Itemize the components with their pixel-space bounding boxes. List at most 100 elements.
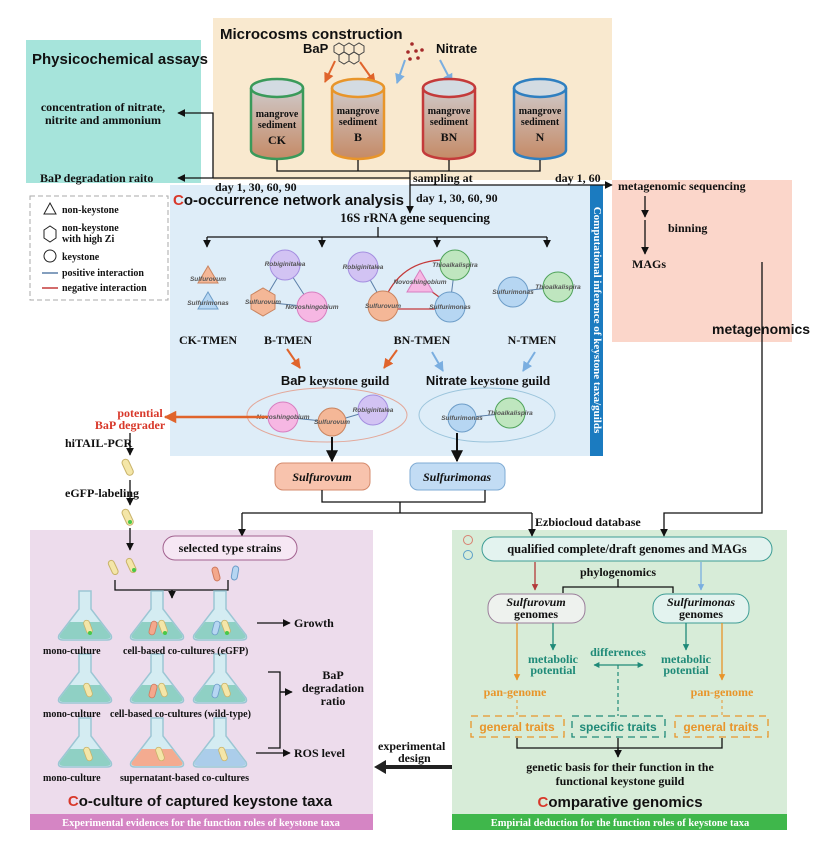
hexagon-icon (43, 225, 57, 243)
binning-label: binning (668, 221, 707, 235)
node-label: Sulfurimonas (187, 300, 229, 307)
egfp-dot-icon (128, 520, 132, 524)
legend-label: non-keystone (62, 223, 119, 234)
tmen-b: B-TMEN (264, 333, 312, 347)
coculture-title: Co-culture of captured keystone taxa (68, 793, 333, 810)
sulfurimonas-node (434, 291, 466, 323)
side-label: Computational inference of keystone taxa… (591, 207, 603, 434)
node-label: Sulfurovum (190, 276, 226, 283)
selected-strains-pill (162, 535, 298, 561)
phylogenomics-label: phylogenomics (580, 565, 656, 579)
reactor-text: mangrove (428, 106, 471, 117)
node-label: Novoshingobium (256, 414, 309, 421)
tmen-bn: BN-TMEN (394, 333, 451, 347)
node-label: Sulfurimonas (441, 415, 483, 422)
sulfurovum-label: Sulfurovum (292, 470, 351, 484)
legend-label: with high Zi (62, 234, 114, 245)
bap-ratio-label: ratio (321, 694, 346, 708)
thioalkalispira-node (439, 249, 471, 281)
mags-to-genomes-line (660, 262, 763, 537)
n-to-nitrate-arrow (522, 351, 536, 372)
growth-label: Growth (294, 616, 334, 630)
row2-mono: mono-culture (43, 709, 101, 720)
row2-co: cell-based co-cultures (wild-type) (110, 709, 251, 720)
tmen-ck: CK-TMEN (179, 333, 237, 347)
nitrate-arrow-bn (395, 59, 406, 84)
metagenomic-sequencing: metagenomic sequencing (618, 179, 746, 193)
bap-label: BaP (303, 41, 329, 56)
general-traits-label: general traits (683, 720, 759, 734)
title-rest: o-culture of captured keystone taxa (79, 793, 333, 810)
metabolic-label: potential (663, 663, 709, 677)
assay-item: nitrite and ammonium (45, 113, 161, 127)
genus-label: Sulfurovum (506, 595, 565, 609)
bacterium-icon (107, 559, 119, 576)
genomics-title: Comparative genomics (537, 794, 702, 811)
reactor-n: mangrove sediment N (512, 77, 568, 161)
sulfurimonas-node (497, 276, 529, 308)
sulfurimonas-node (197, 291, 219, 310)
qualified-label: qualified complete/draft genomes and MAG… (507, 542, 747, 556)
metabolic-label: metabolic (661, 652, 712, 666)
bn-to-nitrate-arrow (431, 351, 444, 372)
bacterium-icon (121, 508, 134, 526)
node-label: Robiginitalea (353, 407, 394, 414)
novoshingobium-node (406, 269, 434, 293)
node-label: Thioalkalispira (487, 410, 533, 417)
database-label: Ezbiocloud database (535, 515, 641, 529)
row3-mono: mono-culture (43, 773, 101, 784)
sequencing-tree (207, 227, 547, 238)
coculture-bar-label: Experimental evidences for the function … (62, 818, 341, 829)
nitrate-guild-title: Nitrate keystone guild (426, 373, 551, 388)
sulfurimonas-marker-icon (463, 550, 473, 560)
metabolic-label: metabolic (528, 652, 579, 666)
reactor-code: N (536, 130, 545, 144)
genomics-bar (452, 814, 787, 830)
days-right: day 1, 60 (555, 171, 601, 185)
node-label: Robiginitalea (343, 264, 384, 271)
sulfurimonas-genomes-pill (652, 593, 750, 624)
bap-guild-title: BaP keystone guild (281, 373, 390, 388)
qualified-genomes-pill (481, 536, 773, 562)
sulfurovum-genomes-pill (487, 593, 586, 624)
node-label: Sulfurimonas (492, 289, 534, 296)
reactor-text: sediment (339, 117, 378, 128)
microcosms-title: Microcosms construction (220, 26, 403, 43)
days-center: day 1, 30, 60, 90 (416, 191, 498, 205)
network-title: Co-occurrence network analysis (173, 192, 404, 209)
sequencing-label: 16S rRNA gene sequencing (340, 210, 490, 225)
legend-label: keystone (62, 252, 100, 263)
arrowhead-icon (374, 760, 386, 774)
reactor-text: mangrove (337, 106, 380, 117)
basis-label: functional keystone guild (556, 774, 685, 788)
row1-co: cell-based co-cultures (eGFP) (123, 646, 248, 657)
sulfurimonas-label: Sulfurimonas (423, 470, 491, 484)
general-traits-box (470, 715, 565, 738)
sulfurimonas-box (409, 462, 506, 491)
genomics-panel (452, 530, 787, 830)
legend-box (29, 195, 169, 301)
sampling-label: sampling at (413, 171, 473, 185)
node-label: Novoshingobium (393, 279, 446, 286)
reactor-code: BN (441, 130, 458, 144)
bap-ratio-label: degradation (302, 681, 364, 695)
node-label: Thioalkalispira (535, 284, 581, 291)
bap-molecule-icon (333, 42, 365, 65)
robiginitalea-node (269, 249, 301, 281)
legend-label: positive interaction (62, 268, 144, 279)
sulfurovum-marker-icon (463, 535, 473, 545)
coculture-bar (30, 814, 373, 830)
b-to-bap-arrow (286, 348, 301, 369)
title-initial: C (537, 794, 548, 811)
general-traits-label: general traits (479, 720, 555, 734)
node-label: Sulfurovum (314, 419, 350, 426)
reactor-text: sediment (258, 120, 297, 131)
days-left: day 1, 30, 60, 90 (215, 180, 297, 194)
title-initial: C (173, 192, 184, 209)
experimental-label: experimental (378, 739, 446, 753)
node-label: Thioalkalispira (432, 262, 478, 269)
bap-arrow-b (324, 60, 336, 83)
guild-suffix: keystone guild (470, 373, 551, 388)
sulfurovum-node (367, 290, 399, 322)
genomes-label: genomes (679, 607, 723, 621)
